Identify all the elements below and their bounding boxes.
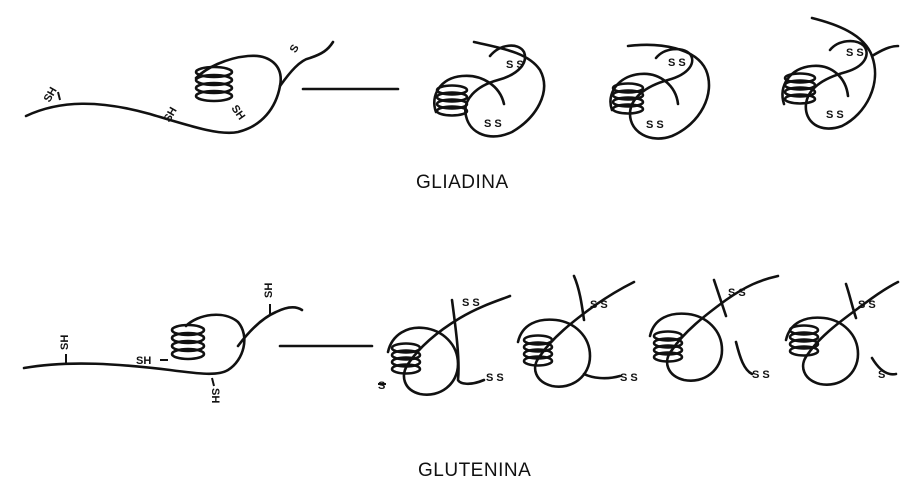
glutenina-helix (172, 325, 204, 359)
glutenina-ss-label: S S (462, 297, 480, 309)
gliadina-unfolded-molecule: SH SH SH S (26, 42, 333, 133)
glutenina-ss-label: S S (858, 299, 876, 311)
gliadina-ss-label: S S (646, 119, 664, 131)
gliadina-folded-helix-1 (437, 86, 467, 116)
gliadina-folded-helix-2 (613, 84, 643, 114)
gliadina-sh-label-1: SH (42, 85, 60, 104)
glutenina-unfolded-molecule: SH SH SH SH (24, 283, 302, 404)
glutenina-ss-label: S S (590, 299, 608, 311)
glutenina-chain (24, 315, 244, 374)
glutenina-ss-label: S S (728, 287, 746, 299)
glutenina-ss-bond-label: S S (620, 372, 638, 384)
gliadina-folded-molecule-3: S S S S (782, 18, 898, 129)
gliadina-ss-label: S S (668, 57, 686, 69)
glutenina-sh-label-2: SH (136, 355, 151, 367)
glutenina-sh-label-1: SH (59, 335, 71, 350)
glutenina-folded-molecule-1: S S S S S (378, 296, 510, 395)
gliadina-sh-label-3: SH (229, 103, 248, 122)
glutenina-folded-helix-4 (790, 326, 818, 356)
glutenina-sh-label-3: SH (209, 388, 221, 403)
gliadina-ss-label: S S (846, 47, 864, 59)
glutenina-end-s-label: S (878, 369, 885, 381)
gliadina-ss-label: S S (484, 118, 502, 130)
gliadina-folded-molecule-1: S S S S (434, 42, 544, 136)
gliadina-title: GLIADINA (416, 172, 509, 194)
gliadina-s-label: S (288, 43, 302, 55)
gliadina-folded-molecule-2: S S S S (610, 45, 709, 139)
gliadina-chain (26, 56, 281, 133)
glutenina-ss-bond-label: S S (752, 369, 770, 381)
glutenina-ss-bond-label: S S (486, 372, 504, 384)
glutenina-folded-molecule-2: S S S S (518, 276, 638, 387)
glutenina-folded-molecule-3: S S S S (650, 276, 778, 381)
glutenina-folded-molecule-4: S S S (786, 282, 898, 385)
glutenina-sh-label-4: SH (263, 283, 275, 298)
gliadina-ss-label: S S (826, 109, 844, 121)
glutenina-title: GLUTENINA (418, 460, 531, 482)
glutenina-end-s-label: S (378, 380, 385, 392)
gliadina-ss-label: S S (506, 59, 524, 71)
